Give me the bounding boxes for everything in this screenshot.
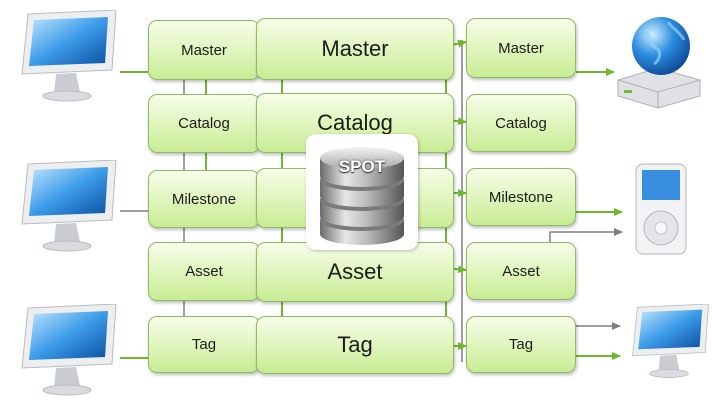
media-player-icon — [628, 160, 698, 260]
center-table-master: Master — [256, 18, 454, 80]
desktop-computer-icon — [4, 303, 124, 404]
web-server-globe-icon — [608, 10, 708, 110]
left-table-master: Master — [148, 20, 260, 80]
right-table-milestone: Milestone — [466, 168, 576, 226]
right-table-asset: Asset — [466, 242, 576, 300]
left-table-catalog: Catalog — [148, 94, 260, 153]
left-table-tag: Tag — [148, 316, 260, 373]
desktop-computer-icon — [618, 303, 715, 404]
left-table-milestone: Milestone — [148, 170, 260, 228]
database-icon — [320, 147, 404, 245]
left-table-asset: Asset — [148, 242, 260, 301]
right-table-tag: Tag — [466, 316, 576, 373]
center-table-tag: Tag — [256, 316, 454, 374]
right-table-catalog: Catalog — [466, 94, 576, 152]
spot-label: SPOT — [338, 157, 386, 176]
center-table-asset: Asset — [256, 242, 454, 302]
desktop-computer-icon — [4, 9, 124, 110]
spot-database-hub: SPOT — [306, 134, 418, 250]
desktop-computer-icon — [4, 159, 124, 260]
right-table-master: Master — [466, 18, 576, 78]
